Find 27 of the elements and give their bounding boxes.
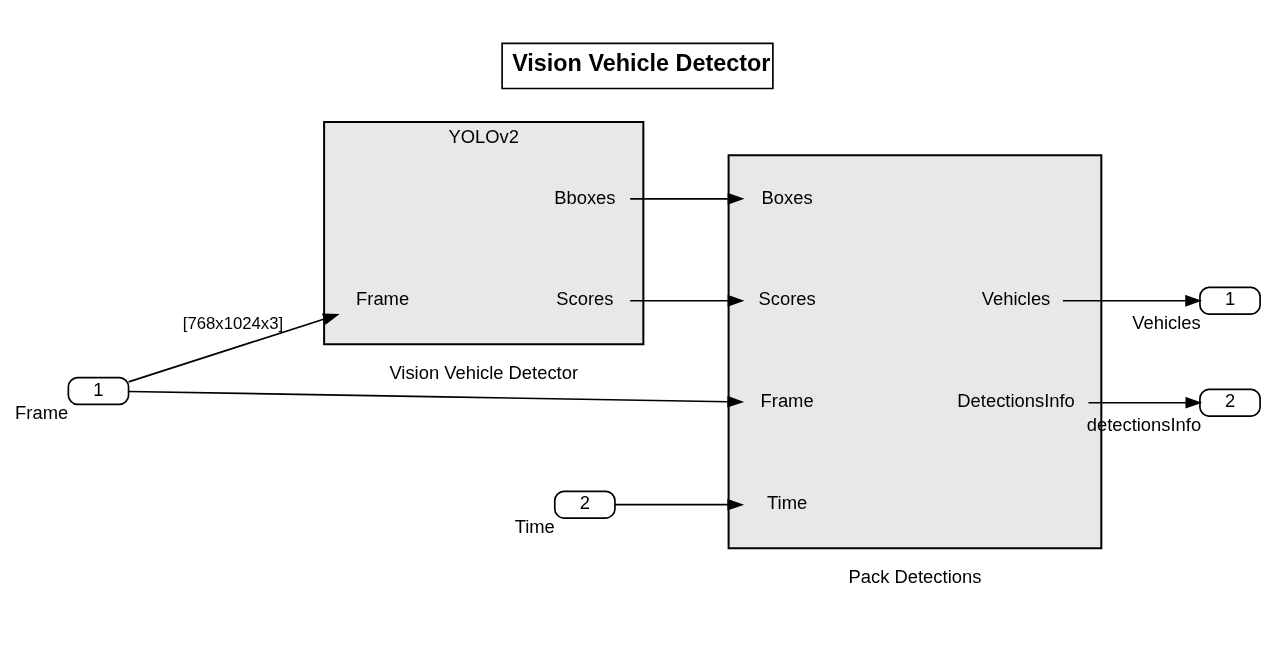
node-label: Frame xyxy=(15,402,69,424)
node-text: Frame xyxy=(760,390,814,412)
node-box: 2 xyxy=(1199,388,1261,417)
node-text: Frame xyxy=(356,288,410,310)
node-label: Time xyxy=(514,515,555,537)
arrow xyxy=(1087,396,1203,409)
arrow xyxy=(629,192,745,205)
arrow xyxy=(127,390,745,408)
node-label: Vision Vehicle Detector xyxy=(389,361,579,383)
node-box: 1 xyxy=(1199,286,1261,315)
arrow xyxy=(127,313,340,383)
arrow xyxy=(629,294,745,307)
node-label: Pack Detections xyxy=(848,565,982,587)
node-text: Scores xyxy=(556,288,614,310)
node-label: Vehicles xyxy=(1132,311,1201,333)
node-text: Boxes xyxy=(761,186,813,208)
node-text: Bboxes xyxy=(554,186,616,208)
node-text: Time xyxy=(767,492,808,514)
node-text: Vehicles xyxy=(981,288,1051,310)
diagram-title: Vision Vehicle Detector xyxy=(512,50,771,77)
node-text: DetectionsInfo xyxy=(957,390,1075,412)
arrow xyxy=(1062,294,1202,307)
node-box: 1 xyxy=(67,376,130,406)
arrow xyxy=(614,498,745,511)
edge-label: [768x1024x3] xyxy=(182,314,284,334)
node-box: 2 xyxy=(553,490,616,519)
node-text: Scores xyxy=(758,288,816,310)
